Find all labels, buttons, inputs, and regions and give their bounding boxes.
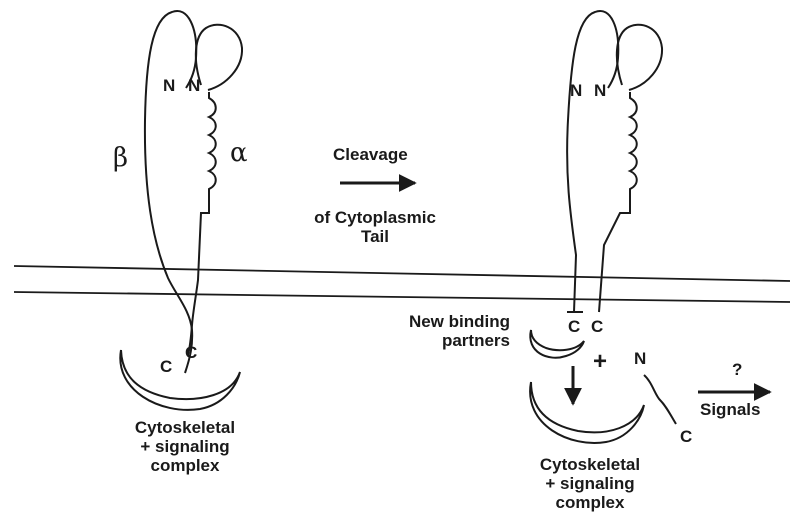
membrane-outer-line	[14, 266, 790, 281]
partners-line-1: New binding	[360, 312, 510, 331]
complex-line-2: + signaling	[505, 474, 675, 493]
alpha-head-right	[617, 25, 662, 90]
beta-subunit-left	[145, 11, 196, 373]
beta-subunit-right	[567, 11, 618, 312]
partners-line-2: partners	[360, 331, 510, 350]
n-terminus-alpha-right: N	[594, 81, 606, 101]
complex-line-1: Cytoskeletal	[100, 418, 270, 437]
cleaved-tail	[644, 375, 676, 424]
c-terminus-alpha-left: C	[185, 343, 197, 363]
n-terminus-alpha-left: N	[188, 76, 200, 96]
c-terminus-tail: C	[680, 427, 692, 447]
integrin-left	[145, 11, 242, 373]
alpha-label: α	[230, 138, 248, 168]
cytoplasmic-tail-label: of Cytoplasmic Tail	[295, 208, 455, 246]
complex-line-3: complex	[505, 493, 675, 512]
cytoskeletal-complex-right	[530, 382, 644, 443]
cytoskeletal-complex-label-right: Cytoskeletal + signaling complex	[505, 455, 675, 512]
question-mark: ?	[732, 360, 742, 379]
signals-label: Signals	[700, 400, 760, 419]
n-terminus-beta-left: N	[163, 76, 175, 96]
new-binding-partners-label: New binding partners	[360, 312, 510, 350]
c-terminus-alpha-right: C	[591, 317, 603, 337]
alpha-stalk-right	[599, 92, 637, 312]
cytoplasmic-line-2: Tail	[295, 227, 455, 246]
cleavage-label: Cleavage	[333, 145, 408, 164]
cell-membrane	[14, 266, 790, 302]
cytoskeletal-complex-label-left: Cytoskeletal + signaling complex	[100, 418, 270, 475]
plus-sign: +	[593, 348, 607, 376]
c-terminus-beta-right: C	[568, 317, 580, 337]
complex-line-3: complex	[100, 456, 270, 475]
complex-line-1: Cytoskeletal	[505, 455, 675, 474]
n-terminus-beta-right: N	[570, 81, 582, 101]
cytoplasmic-line-1: of Cytoplasmic	[295, 208, 455, 227]
beta-label: β	[113, 143, 128, 173]
cytoskeletal-complex-left	[120, 350, 240, 410]
crescent-right	[530, 382, 644, 443]
crescent-left	[120, 350, 240, 410]
complex-line-2: + signaling	[100, 437, 270, 456]
n-terminus-tail: N	[634, 349, 646, 369]
alpha-head-left	[196, 25, 242, 90]
alpha-stalk-left	[188, 92, 216, 355]
membrane-inner-line	[14, 292, 790, 302]
c-terminus-beta-left: C	[160, 357, 172, 377]
integrin-right	[567, 11, 662, 312]
